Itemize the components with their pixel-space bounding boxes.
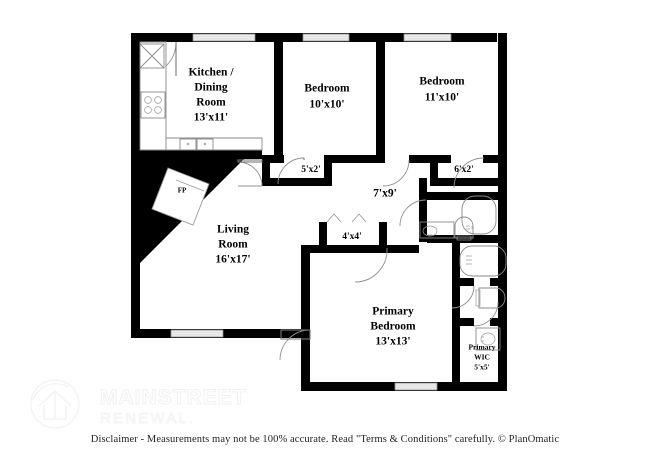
- fireplace-text: FP: [178, 187, 187, 195]
- room-label-hallway: 7'x9': [373, 188, 397, 200]
- door-bedroom2: [277, 157, 305, 185]
- stove-range-icon: [140, 91, 166, 119]
- room-name-line: Living: [217, 224, 249, 236]
- room-dimensions: 4'x4': [342, 232, 362, 242]
- room-dimensions: 7'x9': [373, 188, 397, 200]
- room-name-line: Room: [218, 239, 248, 251]
- window-living-bottom: [170, 329, 224, 338]
- kitchen-base-cabinets: [165, 137, 263, 151]
- room-dimensions: 5'x2': [301, 165, 321, 175]
- door-closet-5x2: [237, 161, 263, 187]
- door-bedroom3: [453, 157, 485, 189]
- door-primary-bath: [451, 285, 475, 309]
- room-name-line: Bedroom: [370, 321, 416, 333]
- room-name-line: Bedroom: [419, 76, 465, 88]
- room-dimensions: 6'x2': [454, 165, 474, 175]
- room-name-line: Bedroom: [304, 83, 350, 95]
- room-label-bedroom-2: Bedroom 10'x10': [304, 83, 350, 111]
- room-dimensions: 5'x5': [474, 363, 489, 372]
- windows: [170, 33, 452, 391]
- fireplace-label: FP: [178, 187, 187, 195]
- room-name-line: Kitchen /: [188, 67, 234, 79]
- room-label-kitchen-dining: Kitchen / Dining Room 13'x11': [188, 67, 234, 124]
- room-label-closet-4x4: 4'x4': [342, 232, 362, 242]
- window-primary-bottom: [394, 382, 438, 391]
- room-name-line: Dining: [194, 82, 227, 94]
- room-dimensions: 10'x10': [309, 99, 344, 111]
- room-label-bedroom-3: Bedroom 11'x10': [419, 76, 465, 104]
- room-label-primary-bedroom: Primary Bedroom 13'x13': [370, 306, 416, 348]
- fixtures: [139, 41, 507, 351]
- window-kitchen-top: [192, 33, 256, 42]
- room-label-primary-wic: Primary WIC 5'x5': [468, 343, 495, 372]
- window-bedroom2-top: [302, 33, 350, 42]
- disclaimer-text: Disclaimer - Measurements may not be 100…: [90, 434, 560, 445]
- hall-bath-toilet-icon: [454, 216, 474, 241]
- door-primary-bedroom: [354, 249, 388, 283]
- room-name-line: WIC: [474, 353, 490, 362]
- room-labels: Kitchen / Dining Room 13'x11' Bedroom 10…: [178, 67, 496, 372]
- room-name-line: Primary: [372, 306, 414, 318]
- room-name-line: Primary: [468, 343, 495, 352]
- kitchen-sink-icon: [179, 138, 214, 151]
- doors: [141, 41, 499, 361]
- hall-bath-sink-icon: [419, 221, 455, 239]
- door-hall-bath: [399, 199, 427, 227]
- room-dimensions: 13'x11': [194, 112, 229, 124]
- bifold-doors-closet-4x4: [326, 213, 367, 223]
- primary-bath-vanity-icon: [475, 327, 501, 351]
- door-closet-6x2: [382, 159, 410, 187]
- door-primary-wic: [473, 301, 499, 327]
- room-dimensions: 16'x17': [215, 254, 250, 266]
- room-dimensions: 11'x10': [425, 92, 460, 104]
- room-label-closet-5x2: 5'x2': [301, 165, 321, 175]
- refrigerator-icon: [139, 43, 165, 69]
- window-bedroom3-top: [403, 33, 452, 42]
- kitchen-counter: [139, 41, 167, 151]
- room-label-closet-6x2: 6'x2': [454, 165, 474, 175]
- primary-bath-tub-icon: [459, 245, 507, 277]
- room-dimensions: 13'x13': [375, 336, 410, 348]
- room-name-line: Room: [196, 97, 226, 109]
- fireplace-icon: [151, 167, 210, 226]
- room-label-living-room: Living Room 16'x17': [215, 224, 250, 266]
- primary-bath-toilet-icon: [475, 287, 506, 309]
- hall-bath-tub-icon: [461, 195, 497, 235]
